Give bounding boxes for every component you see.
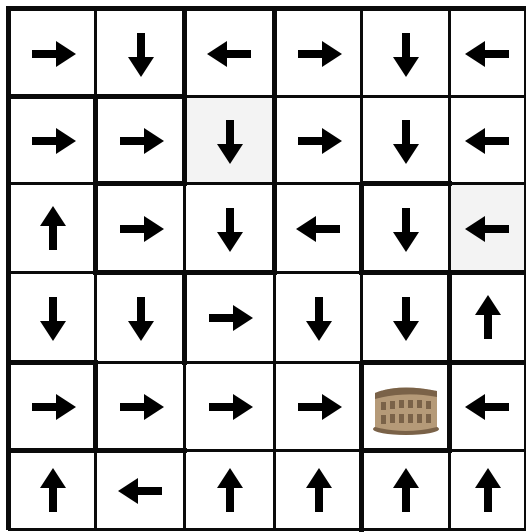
grid-cell-r5-c6[interactable] bbox=[450, 363, 526, 451]
grid-cell-r4-c1[interactable] bbox=[10, 273, 96, 363]
grid-cell-r1-c4[interactable] bbox=[275, 10, 362, 97]
grid-cell-r5-c2[interactable] bbox=[96, 363, 185, 451]
grid-cell-r2-c3[interactable] bbox=[185, 97, 275, 184]
grid-cell-r6-c5[interactable] bbox=[362, 451, 450, 530]
region-border-horizontal bbox=[360, 270, 526, 275]
region-border-vertical bbox=[182, 8, 187, 99]
grid-cell-r3-c5[interactable] bbox=[362, 184, 450, 273]
arrow-up-icon bbox=[292, 464, 346, 518]
arrow-down-icon bbox=[379, 27, 433, 81]
region-border-horizontal bbox=[448, 360, 526, 365]
region-border-horizontal bbox=[94, 270, 187, 275]
grid-cell-r3-c1[interactable] bbox=[10, 184, 96, 273]
grid-cell-r4-c3[interactable] bbox=[185, 273, 275, 363]
region-border-vertical bbox=[182, 271, 187, 365]
board-border-top bbox=[6, 6, 526, 11]
region-border-horizontal bbox=[8, 94, 98, 99]
grid-cell-r3-c3[interactable] bbox=[185, 184, 275, 273]
arrow-up-icon bbox=[379, 464, 433, 518]
region-border-vertical bbox=[447, 271, 452, 365]
grid-cell-r1-c3[interactable] bbox=[185, 10, 275, 97]
grid-cell-r2-c1[interactable] bbox=[10, 97, 96, 184]
grid-cell-r2-c4[interactable] bbox=[275, 97, 362, 184]
arrow-right-icon bbox=[203, 380, 257, 434]
grid-cell-r6-c4[interactable] bbox=[275, 451, 362, 530]
arrow-down-icon bbox=[379, 114, 433, 168]
grid-cell-r4-c2[interactable] bbox=[96, 273, 185, 363]
colosseum-icon bbox=[369, 377, 443, 437]
arrow-down-icon bbox=[379, 202, 433, 256]
grid-cell-r6-c3[interactable] bbox=[185, 451, 275, 530]
arrow-right-icon bbox=[26, 380, 80, 434]
arrow-right-icon bbox=[292, 27, 346, 81]
grid-cell-r4-c6[interactable] bbox=[450, 273, 526, 363]
region-border-vertical bbox=[272, 182, 277, 275]
arrow-down-icon bbox=[203, 114, 257, 168]
region-border-horizontal bbox=[360, 448, 452, 453]
region-border-vertical bbox=[272, 8, 277, 99]
region-border-vertical bbox=[93, 95, 98, 275]
arrow-left-icon bbox=[203, 27, 257, 81]
arrow-up-icon bbox=[26, 464, 80, 518]
arrow-down-icon bbox=[114, 27, 168, 81]
arrow-right-icon bbox=[26, 27, 80, 81]
arrow-up-icon bbox=[26, 202, 80, 256]
region-border-vertical bbox=[93, 361, 98, 453]
arrow-right-icon bbox=[114, 202, 168, 256]
arrow-left-icon bbox=[114, 464, 168, 518]
arrow-right-icon bbox=[114, 380, 168, 434]
grid-cell-r1-c6[interactable] bbox=[450, 10, 526, 97]
grid-cell-r6-c2[interactable] bbox=[96, 451, 185, 530]
region-border-vertical bbox=[447, 361, 452, 453]
grid-cell-r4-c5[interactable] bbox=[362, 273, 450, 363]
arrow-right-icon bbox=[203, 291, 257, 345]
region-border-horizontal bbox=[360, 181, 452, 186]
grid-cell-r4-c4[interactable] bbox=[275, 273, 362, 363]
grid-cell-r3-c4[interactable] bbox=[275, 184, 362, 273]
arrow-down-icon bbox=[114, 291, 168, 345]
arrow-right-icon bbox=[26, 114, 80, 168]
grid-cell-r5-c1[interactable] bbox=[10, 363, 96, 451]
grid-cell-r2-c2[interactable] bbox=[96, 97, 185, 184]
arrow-down-icon bbox=[26, 291, 80, 345]
grid-cell-r3-c2[interactable] bbox=[96, 184, 185, 273]
grid-cell-r6-c6[interactable] bbox=[450, 451, 526, 530]
region-border-vertical bbox=[359, 361, 364, 532]
grid-cell-r5-c5[interactable] bbox=[362, 363, 450, 451]
region-border-vertical bbox=[359, 182, 364, 275]
region-border-horizontal bbox=[360, 360, 452, 365]
arrow-left-icon bbox=[461, 380, 515, 434]
grid-cell-r1-c5[interactable] bbox=[362, 10, 450, 97]
arrow-left-icon bbox=[461, 202, 515, 256]
region-border-horizontal bbox=[8, 360, 98, 365]
arrow-right-icon bbox=[292, 380, 346, 434]
arrow-right-icon bbox=[114, 114, 168, 168]
arrow-up-icon bbox=[461, 291, 515, 345]
arrow-right-icon bbox=[292, 114, 346, 168]
region-border-horizontal bbox=[94, 181, 187, 186]
arrow-down-icon bbox=[292, 291, 346, 345]
region-border-horizontal bbox=[183, 270, 277, 275]
grid-cell-r1-c1[interactable] bbox=[10, 10, 96, 97]
arrow-left-icon bbox=[461, 27, 515, 81]
region-border-horizontal bbox=[94, 94, 187, 99]
grid-cell-r6-c1[interactable] bbox=[10, 451, 96, 530]
arrow-up-icon bbox=[461, 464, 515, 518]
grid-cell-r2-c5[interactable] bbox=[362, 97, 450, 184]
arrow-down-icon bbox=[379, 291, 433, 345]
region-border-vertical bbox=[182, 95, 187, 186]
grid-cell-r5-c4[interactable] bbox=[275, 363, 362, 451]
grid-cell-r5-c3[interactable] bbox=[185, 363, 275, 451]
region-border-vertical bbox=[272, 95, 277, 186]
arrow-left-icon bbox=[292, 202, 346, 256]
arrow-down-icon bbox=[203, 202, 257, 256]
arrow-left-icon bbox=[461, 114, 515, 168]
grid-cell-r2-c6[interactable] bbox=[450, 97, 526, 184]
arrow-up-icon bbox=[203, 464, 257, 518]
grid-cell-r1-c2[interactable] bbox=[96, 10, 185, 97]
grid-cell-r3-c6[interactable] bbox=[450, 184, 526, 273]
